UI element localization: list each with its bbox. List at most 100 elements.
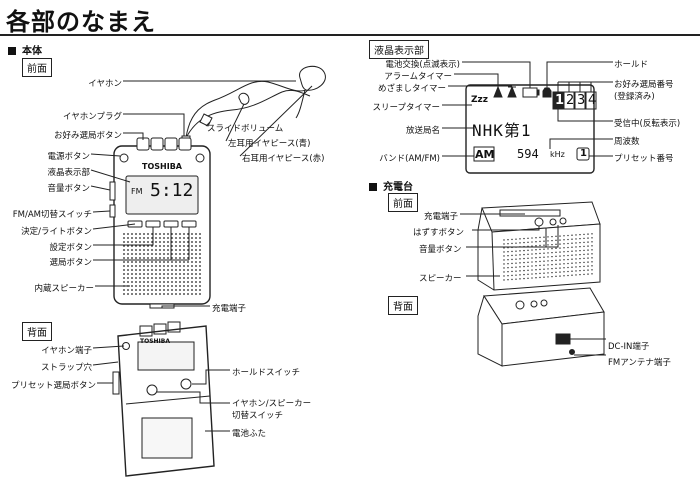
charger-grille-dot xyxy=(539,248,541,251)
label-earphone-speaker-switch-line1: イヤホン/スピーカー xyxy=(232,399,312,409)
charger-grille-dot xyxy=(527,257,529,260)
label-speaker: 内蔵スピーカー xyxy=(34,284,94,294)
leader-release-button xyxy=(472,226,540,231)
charger-grille-dot xyxy=(587,249,589,251)
grille-dot xyxy=(171,265,173,267)
label-favorite-number-line1: お好み選局番号 xyxy=(614,80,674,90)
charger-grille-dot xyxy=(523,269,525,272)
charger-grille-dot xyxy=(543,268,545,270)
charger-grille-dot xyxy=(571,250,573,252)
label-favorite-button: お好み選局ボタン xyxy=(53,131,122,141)
charger-grille-dot xyxy=(515,274,517,276)
charger-grille-dot xyxy=(575,270,577,272)
charger-grille-dot xyxy=(559,259,561,261)
grille-dot xyxy=(195,269,197,271)
charger-grille-dot xyxy=(527,241,529,244)
charger-grille-dot xyxy=(527,237,529,240)
grille-dot xyxy=(175,293,177,295)
grille-dot xyxy=(123,241,125,243)
grille-dot xyxy=(147,265,149,267)
grille-dot xyxy=(179,265,181,267)
charger-grille-dot xyxy=(531,257,533,259)
label-hold-switch: ホールドスイッチ xyxy=(232,368,301,378)
grille-dot xyxy=(167,237,169,239)
charger-grille-dot xyxy=(539,256,541,259)
grille-dot xyxy=(183,241,185,243)
charger-grille-dot xyxy=(531,241,533,243)
grille-dot xyxy=(195,257,197,259)
charger-grille-dot xyxy=(559,271,561,273)
front-tab-label: 前面 xyxy=(22,58,52,77)
charger-grille-dot xyxy=(579,237,581,240)
label-charger-speaker: スピーカー xyxy=(419,274,462,284)
charger-grille-dot xyxy=(555,247,557,250)
grille-dot xyxy=(171,237,173,239)
grille-dot xyxy=(143,249,145,251)
charger-grille-dot xyxy=(519,278,521,280)
grille-dot xyxy=(187,261,189,263)
grille-dot xyxy=(171,261,173,263)
charger-grille-dot xyxy=(527,245,529,248)
grille-dot xyxy=(131,281,133,283)
grille-dot xyxy=(155,261,157,263)
grille-dot xyxy=(199,265,201,267)
grille-dot xyxy=(155,285,157,287)
grille-dot xyxy=(191,257,193,259)
charger-grille-dot xyxy=(523,273,525,276)
grille-dot xyxy=(147,245,149,247)
charger-grille-dot xyxy=(567,274,569,277)
grille-dot xyxy=(179,261,181,263)
grille-dot xyxy=(163,241,165,243)
charger-grille-dot xyxy=(523,241,525,244)
grille-dot xyxy=(159,257,161,259)
charger-grille-dot xyxy=(519,250,521,252)
grille-dot xyxy=(195,245,197,247)
lcd-digit-2: 2 xyxy=(566,93,575,108)
grille-dot xyxy=(187,245,189,247)
grille-dot xyxy=(175,265,177,267)
charger-grille-dot xyxy=(591,237,593,239)
grille-dot xyxy=(179,233,181,235)
grille-dot xyxy=(175,277,177,279)
grille-dot xyxy=(175,269,177,271)
grille-dot xyxy=(143,285,145,287)
charger-grille-dot xyxy=(503,255,505,257)
grille-dot xyxy=(175,253,177,255)
charger-grille-dot xyxy=(503,263,505,265)
grille-dot xyxy=(163,265,165,267)
charger-grille-dot xyxy=(503,239,505,241)
earpiece-left-icon xyxy=(238,92,250,105)
grille-dot xyxy=(139,277,141,279)
grille-dot xyxy=(151,245,153,247)
grille-dot xyxy=(191,293,193,295)
leader-earphone-jack xyxy=(92,345,125,349)
grille-dot xyxy=(167,245,169,247)
grille-dot xyxy=(131,257,133,259)
grille-dot xyxy=(187,269,189,271)
charger-grille-dot xyxy=(579,245,581,248)
charger-grille-dot xyxy=(527,273,529,276)
charger-grille-dot xyxy=(559,243,561,245)
main-unit-illustration xyxy=(90,65,326,477)
grille-dot xyxy=(179,281,181,283)
charger-grille-dot xyxy=(535,253,537,255)
grille-dot xyxy=(183,249,185,251)
charger-grille-dot xyxy=(571,246,573,248)
charger-grille-dot xyxy=(547,248,549,250)
charger-grille-dot xyxy=(527,265,529,268)
charger-grille-dot xyxy=(531,249,533,251)
charger-grille-dot xyxy=(559,263,561,265)
charger-grille-dot xyxy=(575,238,577,240)
grille-dot xyxy=(139,289,141,291)
grille-dot xyxy=(199,273,201,275)
grille-dot xyxy=(143,265,145,267)
grille-dot xyxy=(151,265,153,267)
charger-grille-dot xyxy=(547,244,549,246)
grille-dot xyxy=(171,241,173,243)
grille-dot xyxy=(183,269,185,271)
charger-grille-dot xyxy=(507,263,509,265)
leader-fm-am-switch xyxy=(92,210,111,213)
charger-back-tab: 背面 xyxy=(388,296,418,315)
grille-dot xyxy=(191,277,193,279)
charger-grille-dot xyxy=(559,275,561,277)
